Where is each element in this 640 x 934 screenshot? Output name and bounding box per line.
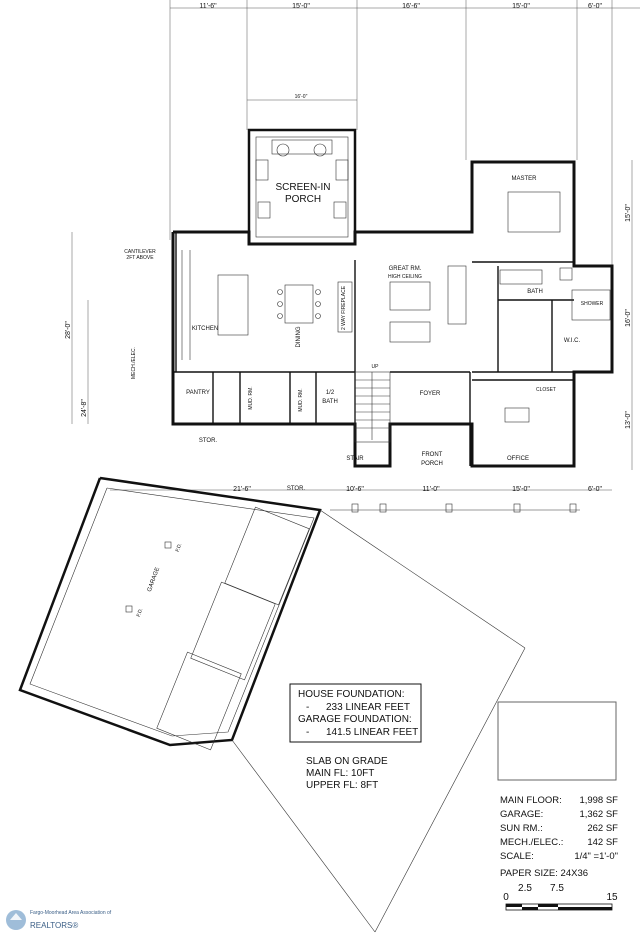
left-dim-2: 24'-8" [81, 399, 88, 417]
side-dimensions: 28'-0" 24'-8" 15'-0" 16'-0" 13'-0" [65, 160, 633, 470]
watermark-text: REALTORS® [30, 921, 78, 930]
slab-line-3: UPPER FL: 8FT [306, 780, 378, 791]
stair-up: UP [372, 364, 380, 370]
garage-foundation-label: GARAGE FOUNDATION: [298, 714, 412, 725]
room-great-room-sub: HIGH CEILING [388, 274, 422, 280]
house-foundation-label: HOUSE FOUNDATION: [298, 689, 404, 700]
top-dim-1: 11'-6" [199, 3, 217, 10]
furniture [181, 191, 611, 423]
scale-tick-3: 15 [606, 892, 618, 903]
room-great-room: GREAT RM. [389, 266, 422, 272]
room-stor-2: STOR. [287, 486, 306, 492]
bottom-dim-5: 6'-0" [588, 486, 602, 493]
schedule-label-4: SCALE: [500, 851, 534, 862]
scale-tick-2: 7.5 [550, 883, 564, 894]
top-dim-5: 6'-0" [588, 3, 602, 10]
room-bath: BATH [527, 289, 543, 295]
schedule-value-2: 262 SF [587, 823, 618, 834]
bottom-dim-2: 10'-6" [346, 486, 364, 493]
schedule-value-0: 1,998 SF [579, 795, 618, 806]
schedule-label-0: MAIN FLOOR: [500, 795, 562, 806]
scale-tick-1: 2.5 [518, 883, 532, 894]
room-closet: CLOSET [536, 387, 556, 393]
room-stor-1: STOR. [199, 438, 218, 444]
screen-porch-label-2: PORCH [285, 194, 321, 205]
room-half-bath-1: 1/2 [326, 390, 335, 396]
room-front-porch-1: FRONT [422, 452, 443, 458]
realtors-watermark: Fargo-Moorhead Area Association of REALT… [6, 910, 112, 930]
garage-fd-2: F.D. [136, 607, 145, 617]
scale-bar: 0 2.5 7.5 15 [503, 883, 618, 911]
bottom-dimensions: 21'-6" 10'-6" 11'-0" 15'-0" 6'-0" [110, 486, 612, 513]
bottom-dim-3: 11'-0" [422, 486, 440, 493]
right-dim-3: 13'-0" [625, 411, 632, 429]
room-dining: DINING [296, 326, 302, 347]
cantilever-1: CANTILEVER [124, 249, 156, 255]
room-labels: MASTER GREAT RM. HIGH CEILING KITCHEN DI… [124, 176, 603, 492]
screen-porch-label-1: SCREEN-IN [275, 182, 330, 193]
schedule-value-4: 1/4" =1'-0" [574, 851, 618, 862]
top-dim-3: 16'-6" [402, 3, 420, 10]
room-master: MASTER [511, 176, 537, 182]
garage-foundation-bullet: - [306, 727, 309, 738]
watermark-sub: Fargo-Moorhead Area Association of [30, 910, 112, 916]
room-half-bath-2: BATH [322, 399, 338, 405]
room-garage: GARAGE [147, 567, 161, 593]
room-mud-1: MUD. RM. [248, 386, 254, 409]
paper-size: PAPER SIZE: 24X36 [500, 868, 588, 879]
garage-foundation-value: 141.5 LINEAR FEET [326, 727, 418, 738]
schedule-label-3: MECH./ELEC.: [500, 837, 563, 848]
room-wic: W.I.C. [564, 338, 581, 344]
house-walls [171, 160, 614, 468]
room-foyer: FOYER [420, 391, 441, 397]
top-dim-4: 15'-0" [512, 3, 530, 10]
schedule-label-2: SUN RM.: [500, 823, 543, 834]
garage: F.D. F.D. GARAGE [18, 476, 526, 933]
left-dim-1: 28'-0" [65, 321, 72, 339]
screen-porch: SCREEN-IN PORCH [247, 128, 357, 246]
room-stair: STAIR [346, 456, 364, 462]
room-front-porch-2: PORCH [421, 461, 443, 467]
foundation-note: HOUSE FOUNDATION: - 233 LINEAR FEET GARA… [289, 683, 422, 743]
room-kitchen: KITCHEN [192, 326, 218, 332]
house-foundation-value: 233 LINEAR FEET [326, 702, 410, 713]
cantilever-2: 2FT ABOVE [126, 255, 154, 261]
room-mud-2: MUD. RM. [298, 388, 304, 411]
schedule-value-3: 142 SF [587, 837, 618, 848]
room-mech: MECH./ELEC. [131, 347, 137, 379]
top-dim-2: 15'-0" [292, 3, 310, 10]
scale-tick-0: 0 [503, 892, 509, 903]
slab-line-2: MAIN FL: 10FT [306, 768, 374, 779]
bottom-dim-4: 15'-0" [512, 486, 530, 493]
room-shower: SHOWER [581, 301, 604, 307]
room-fireplace: 2 WAY FIREPLACE [341, 285, 347, 330]
stair [354, 371, 391, 443]
bottom-dim-1: 21'-6" [233, 486, 251, 493]
top-dimension-string: 11'-6" 15'-0" 16'-6" 15'-0" 6'-0" 16'-0" [169, 0, 640, 270]
room-pantry: PANTRY [186, 390, 210, 396]
room-office: OFFICE [507, 456, 529, 462]
title-block: MAIN FLOOR: 1,998 SF GARAGE: 1,362 SF SU… [497, 701, 618, 879]
slab-note: SLAB ON GRADE MAIN FL: 10FT UPPER FL: 8F… [306, 756, 388, 791]
schedule-label-1: GARAGE: [500, 809, 543, 820]
house-foundation-bullet: - [306, 702, 309, 713]
schedule-value-1: 1,362 SF [579, 809, 618, 820]
slab-line-1: SLAB ON GRADE [306, 756, 388, 767]
right-dim-1: 15'-0" [625, 204, 632, 222]
porch-width-dim: 16'-0" [295, 94, 308, 100]
right-dim-2: 16'-0" [625, 309, 632, 327]
garage-fd-1: F.D. [175, 542, 184, 552]
